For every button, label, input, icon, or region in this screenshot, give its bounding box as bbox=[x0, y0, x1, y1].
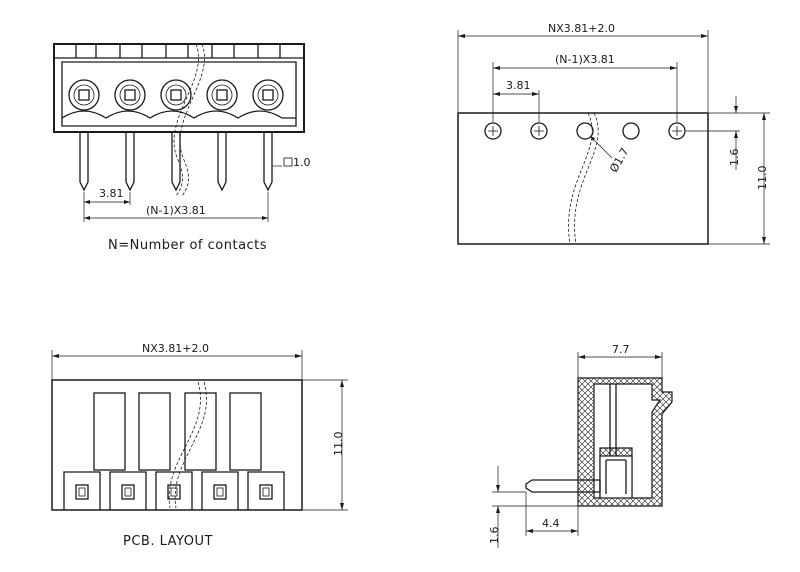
contacts-caption: N=Number of contacts bbox=[108, 238, 267, 253]
pin-size-label: 1.0 bbox=[293, 156, 311, 169]
front-view: 1.0 3.81 (N-1)X3.81 N=Number of contacts bbox=[53, 43, 311, 253]
side-view: 7.7 4.4 1.6 bbox=[488, 343, 673, 548]
screw-terminals bbox=[68, 79, 284, 111]
pin-holes bbox=[484, 122, 686, 140]
top-span-label: (N-1)X3.81 bbox=[555, 53, 615, 66]
top-offset-label: 1.6 bbox=[728, 149, 741, 167]
side-depth-label: 7.7 bbox=[612, 343, 630, 356]
top-height-label: 11.0 bbox=[756, 166, 769, 191]
front-pitch-label: 3.81 bbox=[99, 187, 124, 200]
top-pitch-label: 3.81 bbox=[506, 79, 531, 92]
side-pin-len-label: 4.4 bbox=[542, 517, 560, 530]
front-span-label: (N-1)X3.81 bbox=[146, 204, 206, 217]
pcb-overall-label: NX3.81+2.0 bbox=[142, 342, 209, 355]
pcb-layout-caption: PCB. LAYOUT bbox=[123, 534, 213, 549]
side-offset-label: 1.6 bbox=[488, 527, 501, 545]
pins bbox=[79, 132, 273, 192]
pcb-height-label: 11.0 bbox=[332, 432, 345, 457]
top-view: Ø1.7 NX3.81+2.0 (N-1)X3.81 3.81 1.6 11.0 bbox=[457, 22, 770, 245]
top-overall-label: NX3.81+2.0 bbox=[548, 22, 615, 35]
pcb-view: NX3.81+2.0 11.0 PCB. LAYOUT bbox=[51, 342, 348, 549]
